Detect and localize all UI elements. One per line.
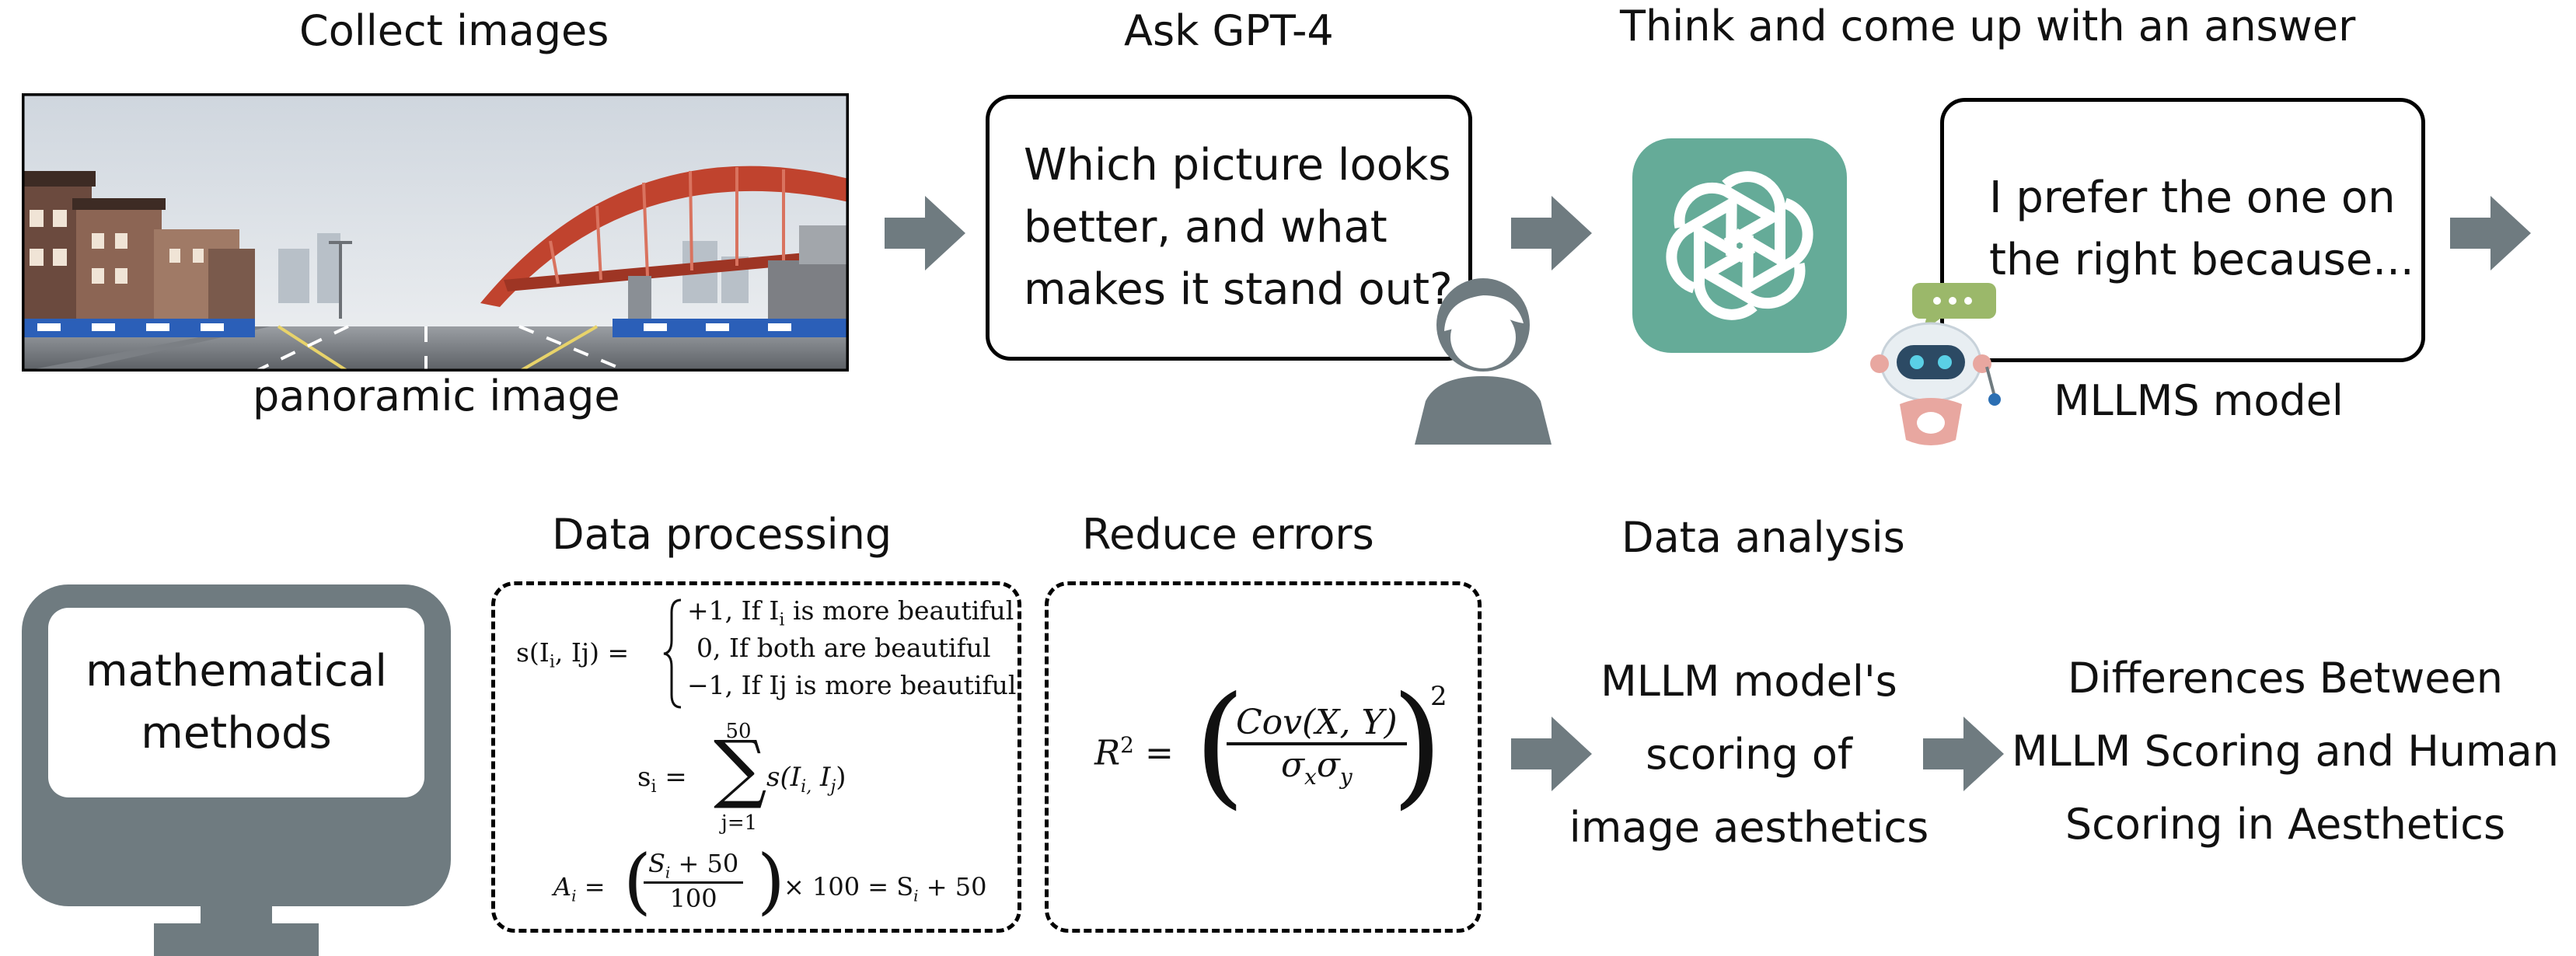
panoramic-image [22, 93, 849, 372]
collect-images-title: Collect images [299, 6, 609, 55]
data-processing-title: Data processing [552, 510, 892, 559]
data-analysis-title: Data analysis [1621, 513, 1905, 562]
sum-score-formula: si = 50 ∑ j=1 s(Ii, Ij) [637, 720, 846, 835]
ask-gpt4-title: Ask GPT-4 [1124, 6, 1334, 55]
answer-line-2: the right because... [1989, 235, 2414, 285]
differences-line-3: Scoring in Aesthetics [2065, 800, 2506, 849]
data-processing-box [491, 581, 1021, 933]
r-squared-formula: R2 = ( Cov(X, Y) σxσy ) 2 [1094, 668, 1447, 822]
arrow-1 [885, 196, 965, 270]
reduce-errors-box [1045, 581, 1482, 933]
mllm-scoring-text: MLLM model's scoring of image aesthetics [1555, 645, 1943, 864]
differences-line-1: Differences Between [2068, 654, 2503, 703]
answer-line-1: I prefer the one on [1989, 173, 2396, 223]
think-title: Think and come up with an answer [1620, 2, 2356, 51]
mllm-scoring-line-2: scoring of [1646, 730, 1852, 779]
reduce-errors-title: Reduce errors [1082, 510, 1374, 559]
differences-text: Differences Between MLLM Scoring and Hum… [1998, 642, 2573, 861]
arrow-5 [1923, 717, 2004, 791]
arrow-3 [2450, 196, 2531, 270]
robot-icon [1870, 283, 2001, 445]
monitor-line-1: mathematical [86, 646, 387, 696]
monitor-icon [22, 584, 451, 956]
panoramic-image-caption: panoramic image [253, 372, 620, 420]
gpt-logo-icon [1632, 138, 1847, 353]
arrow-4 [1511, 717, 1592, 791]
normalized-score-formula: Ai = ( Si + 50 100 ) × 100 = Si + 50 [553, 839, 987, 923]
question-line-3: makes it stand out? [1024, 264, 1453, 315]
mllms-model-caption: MLLMS model [2054, 376, 2344, 425]
differences-line-2: MLLM Scoring and Human [2012, 727, 2559, 776]
arrow-2 [1511, 196, 1592, 270]
pairwise-score-formula: s(Ii, Ij) = +1, If Ii is more beautiful … [516, 595, 1016, 712]
monitor-line-2: methods [141, 708, 332, 759]
question-line-1: Which picture looks [1024, 140, 1451, 190]
mllm-scoring-line-1: MLLM model's [1600, 657, 1897, 706]
person-icon [1415, 278, 1552, 445]
question-bubble: Which picture looks better, and what mak… [986, 95, 1472, 361]
question-line-2: better, and what [1024, 202, 1387, 253]
monitor-text: mathematical methods [48, 640, 424, 765]
answer-bubble: I prefer the one on the right because... [1940, 98, 2425, 362]
mllm-scoring-line-3: image aesthetics [1569, 803, 1929, 852]
